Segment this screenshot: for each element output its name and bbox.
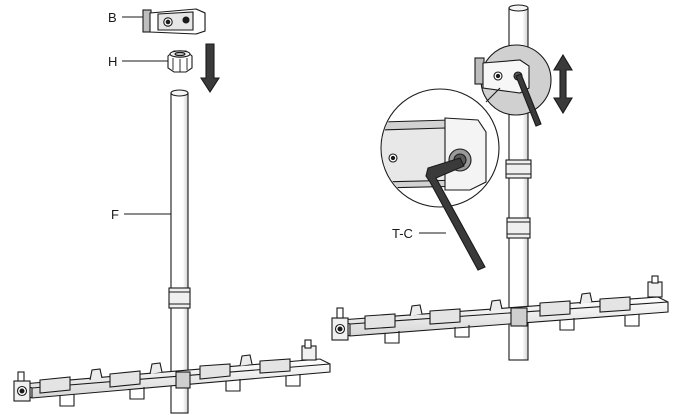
label-f: F — [111, 207, 119, 222]
bracket-b — [142, 8, 206, 35]
crossbar-right — [331, 275, 669, 344]
label-t-c: T-C — [392, 226, 413, 241]
detail-circle-zoom — [380, 87, 501, 271]
right-assembly — [331, 4, 669, 361]
pole-f — [168, 89, 191, 414]
leader-lines-left — [122, 16, 171, 215]
left-assembly — [13, 8, 331, 414]
nut-h — [167, 50, 193, 73]
label-h: H — [108, 54, 118, 69]
label-b: B — [108, 10, 117, 25]
crossbar-left — [13, 339, 331, 407]
arrow-down-icon — [199, 43, 221, 94]
detail-circle-small — [474, 44, 552, 127]
arrow-up-down-icon — [553, 53, 573, 115]
